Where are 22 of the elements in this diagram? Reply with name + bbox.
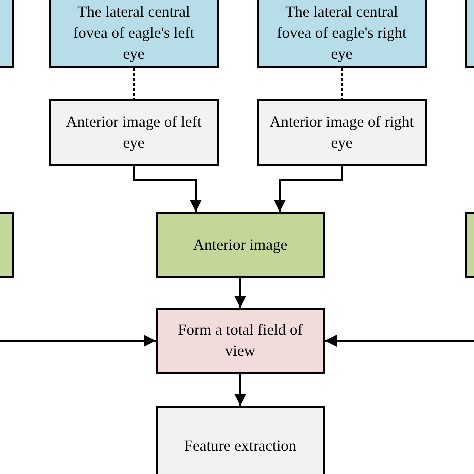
arrow — [234, 374, 246, 406]
arrow — [274, 166, 343, 212]
arrow — [0, 335, 156, 347]
process-box — [257, 0, 427, 68]
box-text: Anterior image of left eye — [65, 112, 203, 154]
box-text: Anterior image — [193, 236, 288, 256]
process-box — [156, 406, 325, 474]
process-box — [49, 0, 219, 68]
process-box — [257, 99, 427, 166]
dotted-line — [133, 68, 135, 99]
process-box — [156, 308, 325, 374]
box-text: Anterior image of right eye — [269, 112, 415, 154]
dotted-line — [341, 68, 343, 99]
arrow — [234, 278, 246, 308]
box-text: Form a total field of view — [177, 321, 304, 362]
box-text: The lateral central fovea of eagle's right eye — [276, 2, 408, 64]
box-text: The lateral central fovea of eagle's left eye — [72, 2, 196, 64]
arrow — [325, 335, 474, 347]
process-box — [156, 212, 325, 278]
process-box — [49, 99, 219, 166]
arrow — [133, 166, 202, 212]
box-text: Feature extraction — [184, 436, 297, 456]
